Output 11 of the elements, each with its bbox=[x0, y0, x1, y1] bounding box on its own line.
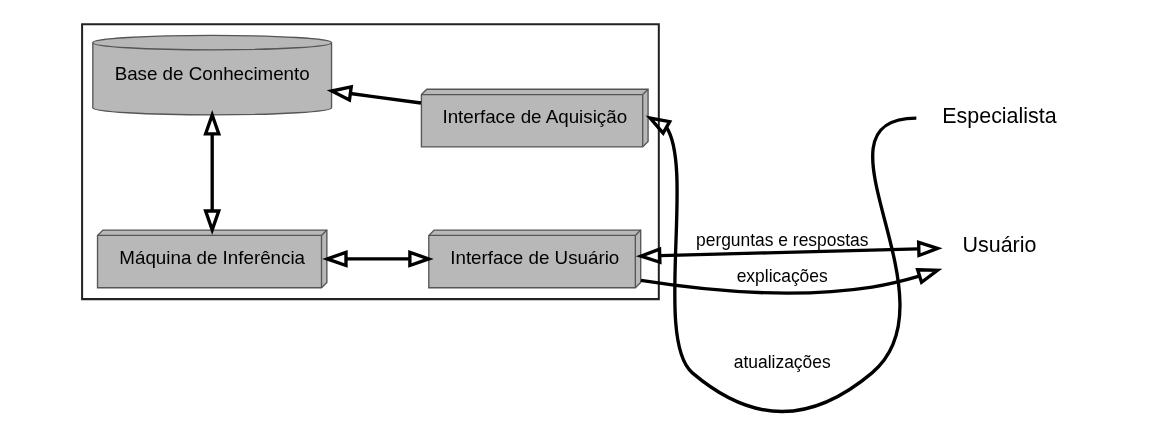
arrow bbox=[322, 249, 434, 268]
edge-label: perguntas e respostas bbox=[696, 230, 869, 251]
edge-label: atualizações bbox=[733, 352, 831, 373]
node-text: Usuário bbox=[962, 232, 1037, 257]
node-text: Especialista bbox=[942, 104, 1057, 129]
arrow bbox=[326, 84, 422, 105]
edge-label: explicações bbox=[736, 266, 828, 287]
arrow bbox=[203, 109, 222, 235]
arrow bbox=[640, 267, 943, 295]
arrow bbox=[635, 240, 943, 265]
arrow bbox=[645, 115, 917, 414]
